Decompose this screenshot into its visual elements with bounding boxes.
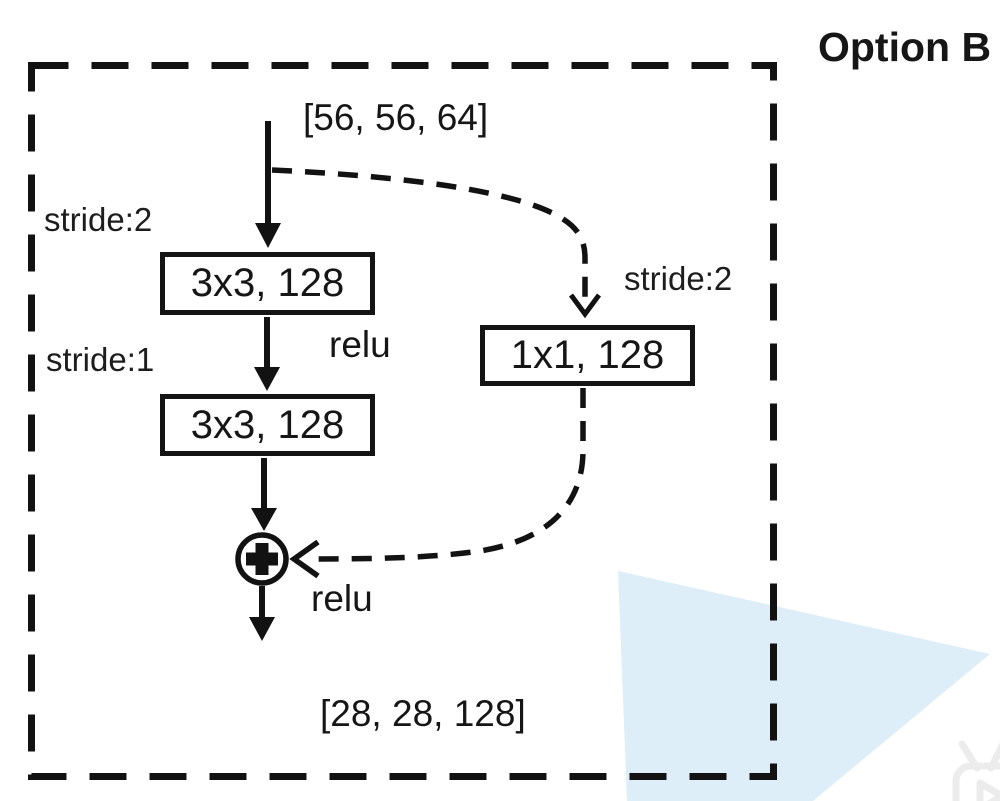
relu-label-1: relu bbox=[329, 324, 391, 365]
output-arrow bbox=[249, 586, 275, 641]
add-icon bbox=[235, 532, 289, 586]
conv2-box: 3x3, 128 bbox=[160, 394, 375, 456]
input-arrow bbox=[255, 121, 281, 248]
conv1-to-conv2-arrow bbox=[254, 317, 280, 391]
dashed-boundary bbox=[28, 62, 777, 780]
stride-label-conv2: stride:1 bbox=[46, 341, 155, 378]
stride-label-conv1: stride:2 bbox=[44, 201, 153, 238]
shortcut-arrowhead-left bbox=[289, 539, 320, 579]
conv1-label: 3x3, 128 bbox=[190, 261, 345, 305]
option-title: Option B bbox=[818, 24, 992, 70]
shortcut-arrowhead-down bbox=[568, 293, 602, 319]
conv2-to-add-arrow bbox=[251, 458, 277, 531]
tv-watermark-icon bbox=[952, 740, 1000, 801]
shortcut-branch-curve bbox=[271, 167, 602, 319]
input-shape-label: [56, 56, 64] bbox=[303, 97, 489, 138]
relu-label-2: relu bbox=[311, 578, 373, 619]
shortcut-conv-label: 1x1, 128 bbox=[510, 333, 665, 377]
conv1-box: 3x3, 128 bbox=[160, 252, 375, 315]
watermark-triangle bbox=[618, 571, 990, 801]
shortcut-conv-box: 1x1, 128 bbox=[480, 325, 695, 386]
stride-label-shortcut: stride:2 bbox=[624, 260, 733, 297]
conv2-label: 3x3, 128 bbox=[190, 402, 345, 447]
shortcut-return-curve bbox=[289, 388, 586, 579]
output-shape-label: [28, 28, 128] bbox=[320, 693, 526, 734]
